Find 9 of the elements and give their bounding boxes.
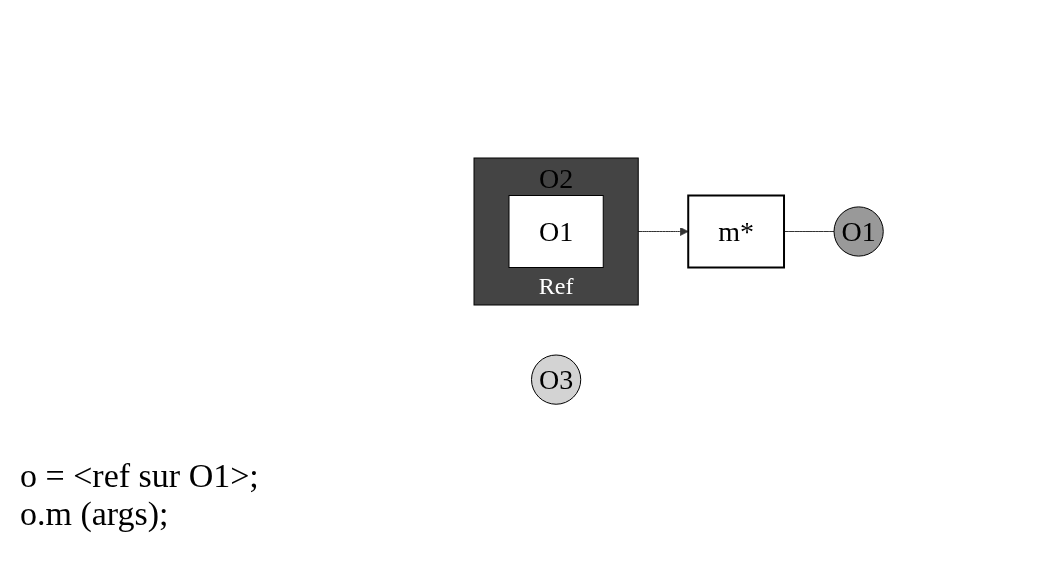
node-circle: O3 [530, 354, 582, 406]
code-line: o.m (args); [20, 495, 170, 533]
node-circle: O1 [833, 206, 884, 257]
arrow [637, 227, 689, 237]
node-box: m* [687, 194, 785, 269]
code-line: o = <ref sur O1>; [20, 457, 260, 495]
node-caption: Ref [538, 272, 574, 299]
connector [783, 231, 835, 233]
node-box: O1 [508, 195, 604, 269]
